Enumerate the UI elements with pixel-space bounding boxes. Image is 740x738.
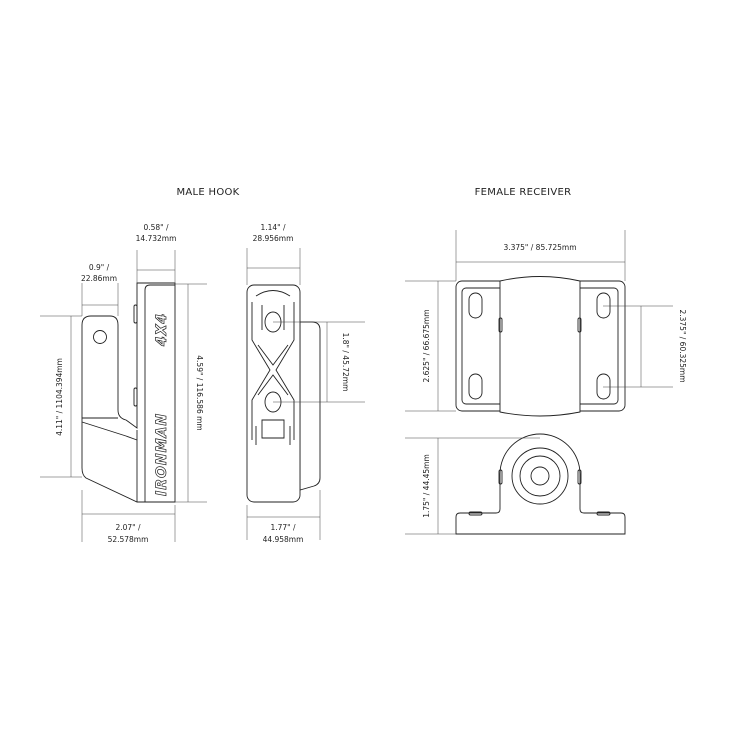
receiver-top-view <box>455 276 626 417</box>
dim-depth: 2.07" / 52.578mm <box>81 490 176 544</box>
svg-text:0.9" /: 0.9" / <box>89 263 110 272</box>
svg-text:14.732mm: 14.732mm <box>136 234 177 243</box>
svg-text:2.07" /: 2.07" / <box>115 523 141 532</box>
ironman-logo: IRONMAN 4X4 <box>154 312 171 496</box>
male-hook-title: MALE HOOK <box>176 187 239 198</box>
male-hook-front-view <box>246 284 321 503</box>
receiver-front-view <box>455 433 626 535</box>
svg-text:28.956mm: 28.956mm <box>253 234 294 243</box>
dim-hook-height: 4.11" / 1104.394mm <box>40 315 82 478</box>
svg-text:2.625" / 66.675mm: 2.625" / 66.675mm <box>422 309 431 382</box>
svg-text:1.75" / 44.45mm: 1.75" / 44.45mm <box>422 454 431 518</box>
svg-text:4X4: 4X4 <box>154 313 170 347</box>
female-receiver-title: FEMALE RECEIVER <box>475 187 572 198</box>
svg-text:52.578mm: 52.578mm <box>108 535 149 544</box>
dim-front-width: 1.14" / 28.956mm <box>246 223 301 285</box>
svg-text:2.375" / 60.325mm: 2.375" / 60.325mm <box>678 309 687 382</box>
dim-hook-width: 0.9" / 22.86mm <box>81 263 119 316</box>
dim-receiver-height: 1.75" / 44.45mm <box>405 437 540 535</box>
svg-text:1.14" /: 1.14" / <box>260 223 286 232</box>
dim-receiver-width: 3.375" / 85.725mm <box>455 230 626 281</box>
dim-thickness: 0.58" / 14.732mm <box>136 223 177 283</box>
svg-text:0.58" /: 0.58" / <box>143 223 169 232</box>
svg-text:1.77" /: 1.77" / <box>270 523 296 532</box>
svg-text:4.11" / 1104.394mm: 4.11" / 1104.394mm <box>55 358 64 436</box>
dim-hole-spacing: 1.8" / 45.72mm <box>273 321 365 403</box>
svg-text:IRONMAN: IRONMAN <box>154 413 170 496</box>
dim-slot-spacing: 2.375" / 60.325mm <box>603 305 687 388</box>
dim-front-depth: 1.77" / 44.958mm <box>246 490 321 544</box>
svg-text:4.59" / 116.586 mm: 4.59" / 116.586 mm <box>195 355 204 430</box>
male-hook-side-view: IRONMAN 4X4 <box>81 282 176 503</box>
svg-text:1.8" / 45.72mm: 1.8" / 45.72mm <box>341 333 350 392</box>
dim-total-height: 4.59" / 116.586 mm <box>175 283 207 503</box>
svg-text:44.958mm: 44.958mm <box>263 535 304 544</box>
dim-receiver-length: 2.625" / 66.675mm <box>405 280 456 412</box>
hook-hole <box>93 330 107 344</box>
svg-text:22.86mm: 22.86mm <box>81 274 117 283</box>
svg-text:3.375" / 85.725mm: 3.375" / 85.725mm <box>503 243 576 252</box>
